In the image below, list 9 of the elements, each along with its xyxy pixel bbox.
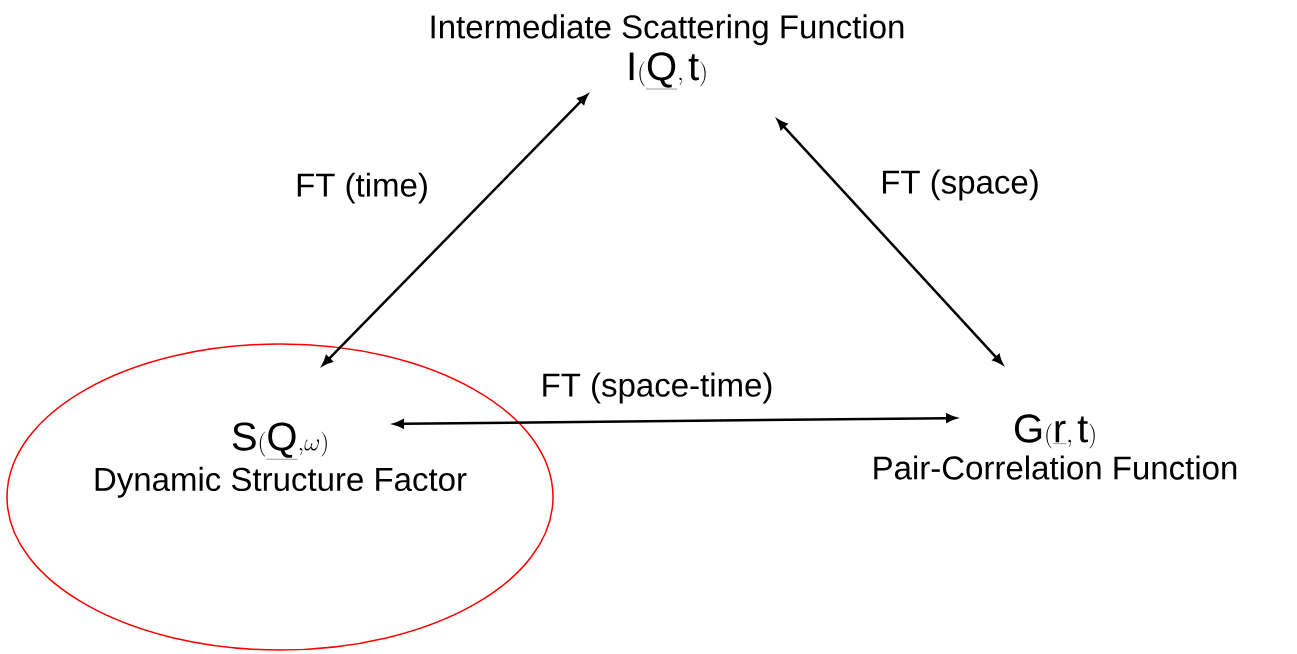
function-label: $\mathrm{G(\underline{r},t)}$ Pair-Correlation Function	[874, 414, 1237, 480]
arrow	[777, 119, 1003, 365]
edge-label: FT (space)	[879, 168, 1041, 202]
edge-label: FT (space-time)	[539, 371, 775, 405]
edge-label: FT (time)	[294, 171, 430, 205]
arrow	[393, 413, 957, 429]
arrow	[322, 94, 588, 366]
function-label: Intermediate Scattering Function $\mathrm{I(\underline{Q},t)}$	[431, 14, 904, 90]
function-label: $\mathrm{S(\underline{Q},}\omega\mathrm{)}$ Dynamic Structure Factor	[95, 422, 467, 498]
